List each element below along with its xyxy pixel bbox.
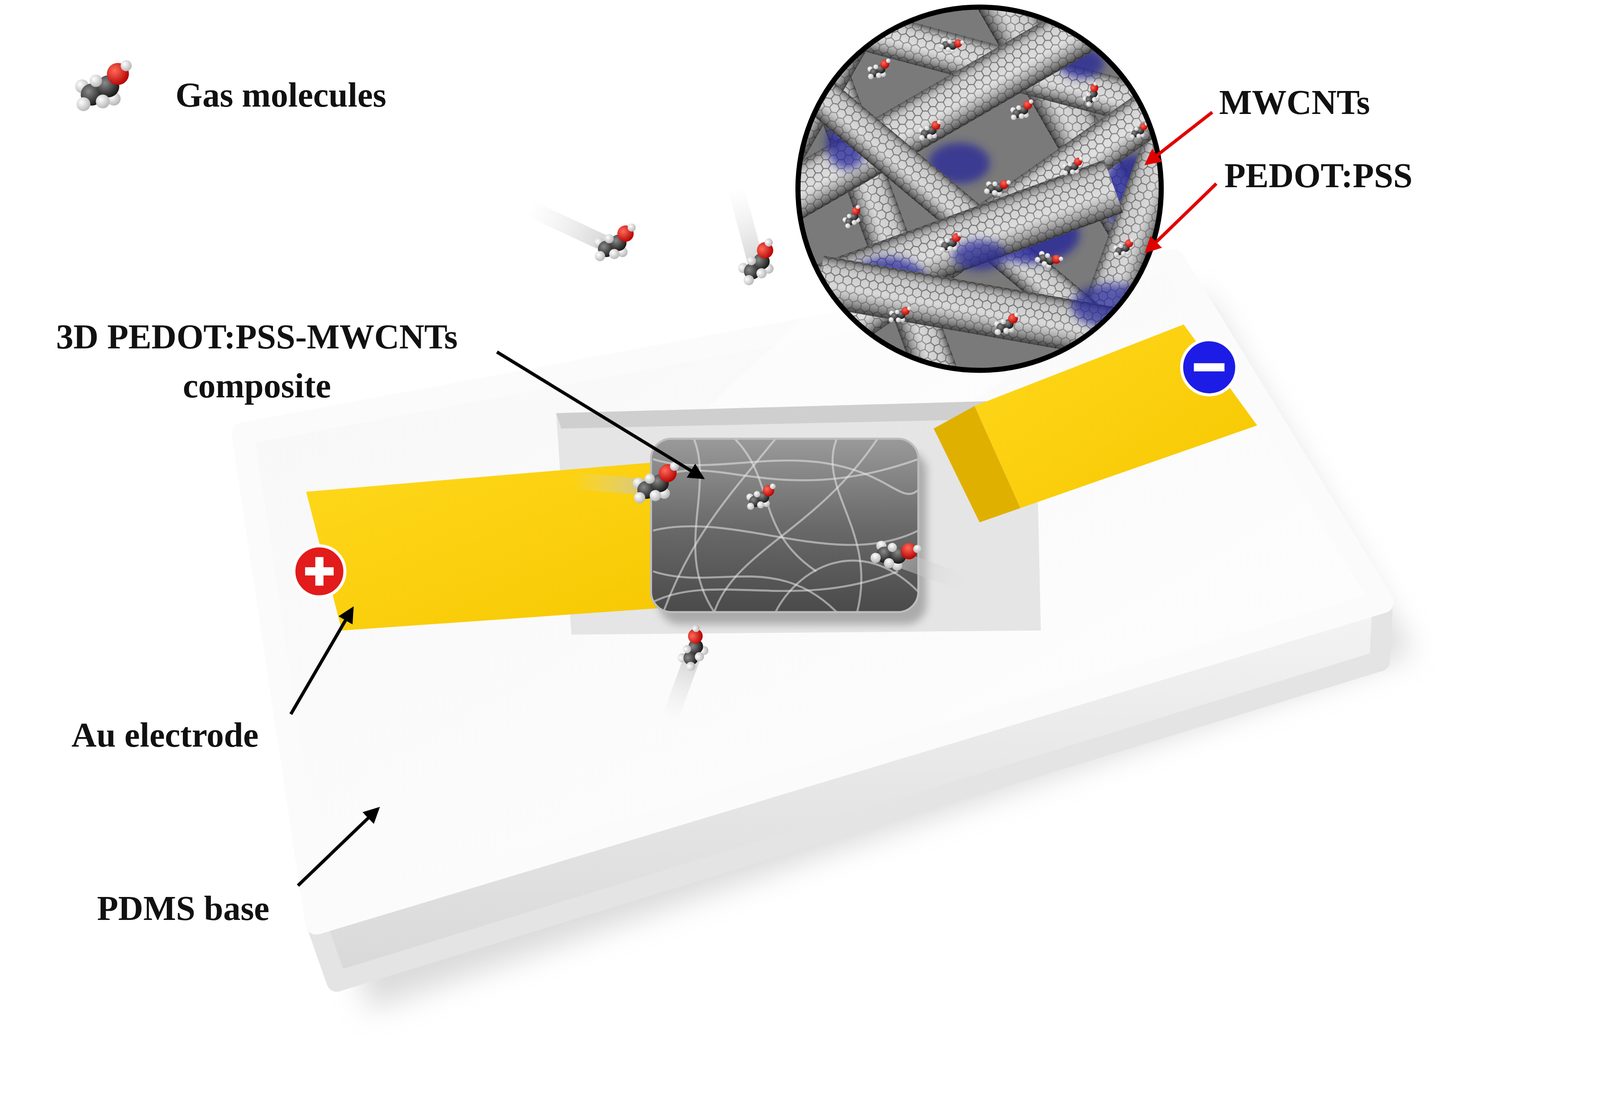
leader-arrows-part xyxy=(1146,112,1213,164)
magnified-inset-part-part xyxy=(1071,283,1153,329)
gas-molecules-part-part xyxy=(746,483,776,510)
composite-block-part-part xyxy=(652,459,919,481)
negative-terminal-part xyxy=(1194,363,1225,372)
label-holder: Gas molecules xyxy=(175,70,387,120)
magnified-inset-part-part xyxy=(993,312,1020,335)
pdms-base-part xyxy=(243,259,1383,923)
gas-molecules-part xyxy=(571,461,679,504)
gas-molecules-part-part xyxy=(867,526,923,581)
gas-molecules-part xyxy=(746,483,776,510)
gas-molecules-part xyxy=(867,526,971,592)
label-holder: PDMS base xyxy=(97,883,270,933)
negative-terminal xyxy=(1181,339,1237,395)
magnified-inset-part-part xyxy=(953,239,1007,271)
magnified-inset-part-part xyxy=(887,303,912,326)
leader-arrows-part xyxy=(496,351,702,478)
magnified-inset-part-part xyxy=(918,119,942,141)
magnified-inset-part-part-part xyxy=(814,255,1226,377)
au-electrode xyxy=(306,324,1258,631)
part-label: 3D PEDOT:PSS-MWCNTs composite xyxy=(7,312,507,411)
gas-molecules-part xyxy=(75,60,132,112)
magnified-inset-part-part xyxy=(1113,238,1135,258)
leader-arrows-part xyxy=(298,808,378,886)
composite-block-part-part xyxy=(734,438,817,572)
composite-block-part-part xyxy=(652,571,898,603)
magnified-inset xyxy=(672,0,1243,417)
composite-block-part-part xyxy=(652,459,919,494)
gas-molecules-part xyxy=(661,623,719,723)
label-holder: MWCNTs xyxy=(1219,77,1370,127)
part-label: PDMS base xyxy=(97,883,270,933)
magnified-inset-part-part xyxy=(1033,243,1065,275)
au-electrode-part xyxy=(933,405,1021,523)
magnified-inset-part-part xyxy=(938,231,962,253)
composite-block xyxy=(651,438,927,625)
label-holder: Au electrode xyxy=(71,710,259,760)
magnified-inset-part-part xyxy=(814,255,1226,377)
composite-block-part xyxy=(652,438,919,612)
leader-arrows xyxy=(290,112,1217,886)
gas-molecules-part-part xyxy=(593,223,637,262)
magnified-inset-part-part xyxy=(1062,156,1084,176)
label-holder: PEDOT:PSS xyxy=(1224,151,1413,201)
magnified-inset-part xyxy=(672,0,1243,417)
magnified-inset-part-part-part xyxy=(814,255,1226,377)
positive-terminal-part xyxy=(293,545,345,598)
positive-terminal-part xyxy=(315,557,324,586)
part-label: Au electrode xyxy=(71,710,259,760)
gas-molecules-part xyxy=(728,186,785,287)
negative-terminal-part xyxy=(1181,339,1237,395)
magnified-inset-part-part xyxy=(867,58,891,80)
magnified-inset-part-part xyxy=(937,31,966,59)
label-holder: 3D PEDOT:PSS-MWCNTs composite xyxy=(7,312,507,411)
part-label: MWCNTs xyxy=(1219,77,1370,127)
gas-molecules-part-part xyxy=(667,623,719,674)
pdms-base xyxy=(243,259,1383,982)
magnified-inset-part-part xyxy=(1010,99,1034,121)
magnified-inset-part-part-part xyxy=(814,255,1226,377)
magnified-inset-part-part xyxy=(1129,122,1149,140)
leader-arrows-part xyxy=(1146,183,1217,251)
magnified-inset-part xyxy=(798,6,1162,370)
gas-molecules-part xyxy=(525,200,636,262)
legend-label: Gas molecules xyxy=(175,70,387,120)
gas-molecules-part-part xyxy=(632,461,679,504)
magnified-inset-part-part xyxy=(982,173,1012,201)
magnified-inset-part-part xyxy=(1077,81,1106,108)
gas-molecules-part-part xyxy=(731,236,785,287)
composite-block-part xyxy=(651,438,919,612)
leader-arrows-part xyxy=(290,609,352,715)
magnified-inset-part-part xyxy=(839,204,866,230)
composite-block-part xyxy=(651,438,919,612)
part-label: PEDOT:PSS xyxy=(1224,151,1413,201)
positive-terminal xyxy=(293,545,345,598)
